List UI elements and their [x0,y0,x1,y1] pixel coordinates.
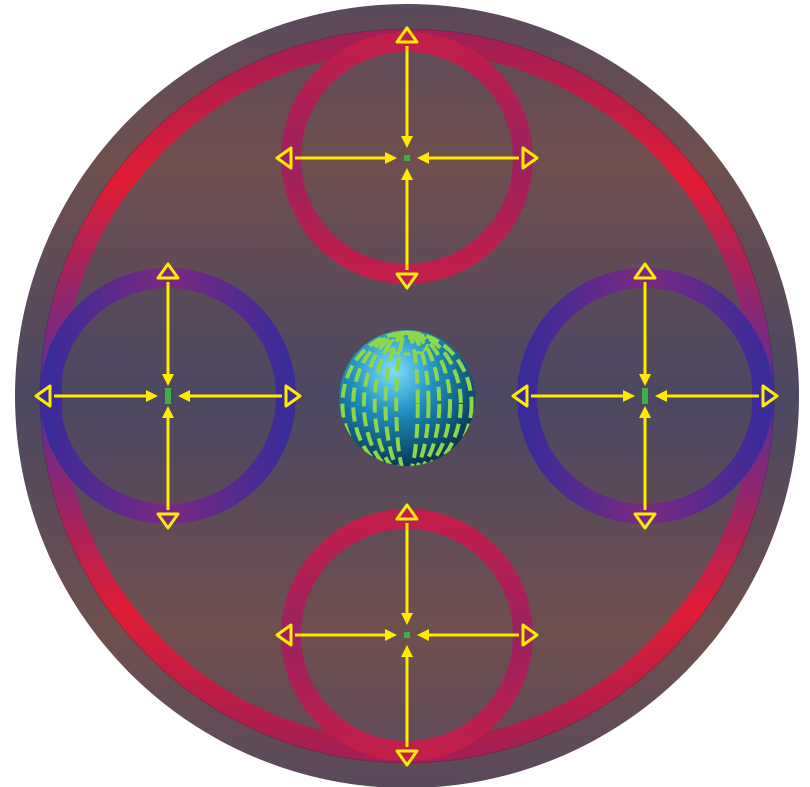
center-marker-top [404,155,410,161]
center-marker-bottom [404,632,410,638]
center-marker-right [642,388,648,404]
center-sphere [339,330,475,466]
center-marker-left [165,388,171,404]
